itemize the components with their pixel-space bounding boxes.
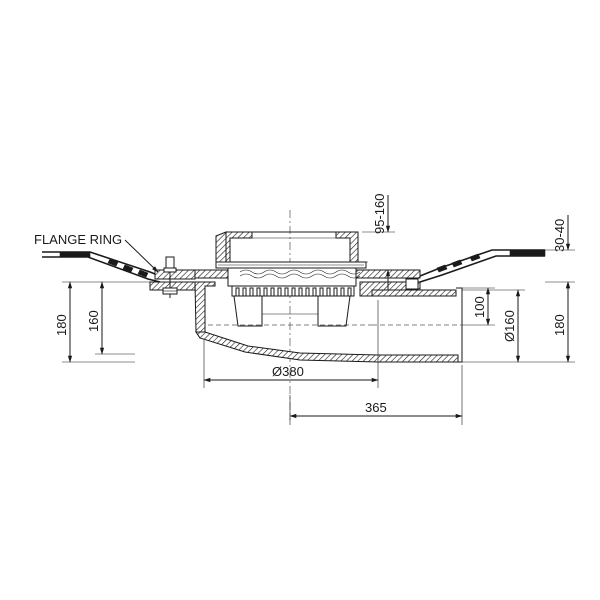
grating-slot — [277, 287, 282, 297]
grating-slot — [249, 287, 254, 297]
dim-left-inner: 160 — [86, 310, 101, 332]
dim-outlet-diameter: Ø160 — [502, 310, 517, 342]
dim-left-outer: 180 — [54, 314, 69, 336]
right-roof-membrane — [419, 249, 546, 283]
dim-insulation: 30-40 — [552, 219, 567, 252]
grating-slot — [256, 287, 261, 297]
grating — [227, 267, 361, 327]
grating-slot — [319, 287, 324, 297]
dim-outlet-height: 100 — [472, 296, 487, 318]
dimension-lines — [62, 195, 575, 425]
grating-slot — [347, 287, 352, 297]
grating-slot — [298, 287, 303, 297]
grating-slot — [312, 287, 317, 297]
grating-slot — [284, 287, 289, 297]
grating-slot — [235, 287, 240, 297]
raising-element — [215, 231, 368, 269]
dim-body-diameter: Ø380 — [272, 364, 304, 379]
dim-length: 365 — [365, 400, 387, 415]
grating-slot — [263, 287, 268, 297]
grating-slot — [340, 287, 345, 297]
grating-slot — [270, 287, 275, 297]
dim-adj-height: 95-160 — [372, 194, 387, 234]
grating-slot — [326, 287, 331, 297]
grating-slot — [333, 287, 338, 297]
grating-slot — [305, 287, 310, 297]
grating-slot — [242, 287, 247, 297]
dim-right-outer: 180 — [552, 314, 567, 336]
grating-slot — [291, 287, 296, 297]
drain-body — [194, 278, 463, 363]
grating-slots — [235, 287, 352, 297]
flange-ring-label: FLANGE RING — [34, 232, 122, 247]
